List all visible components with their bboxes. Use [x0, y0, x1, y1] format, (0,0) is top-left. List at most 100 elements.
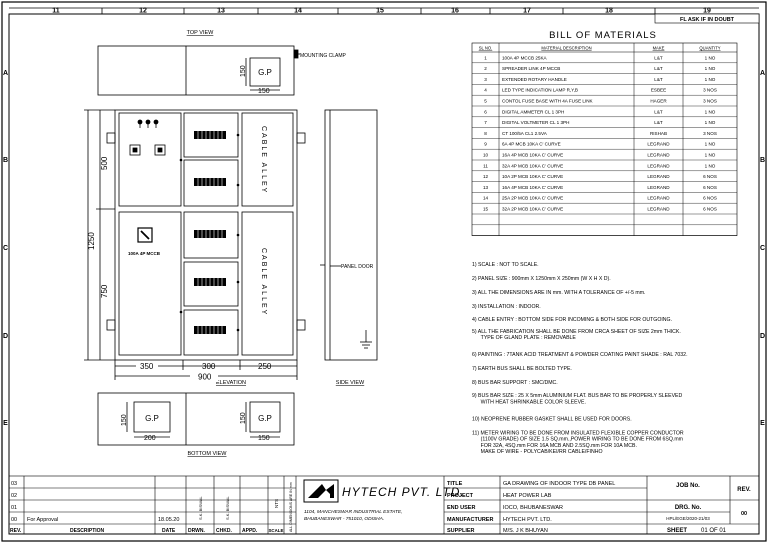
- rev-label: REV.: [737, 487, 751, 493]
- mounting-clamp-label: MOUNTING CLAMP: [300, 53, 347, 59]
- bom-cell: CONTOL FUSE BASE WITH 4A FUSE LINK: [502, 99, 594, 104]
- bom-cell: 32A 2P MCB 10KA C' CURVE: [502, 207, 563, 212]
- bom-cell: LEGRAND: [647, 185, 670, 190]
- mccb-label: 100A 4P MCCB: [128, 251, 161, 256]
- row-label: B: [760, 157, 765, 164]
- top-view: TOP VIEW G.P 150 150 MOUNTING CLAMP: [97, 30, 347, 96]
- end-user-value: IOCO, BHUBANESWAR: [503, 505, 563, 511]
- cable-alley-lower-label: CABLE ALLEY: [260, 248, 267, 316]
- dim-lower-height: 750: [100, 284, 109, 298]
- bom-cell: 16A 4P MCB 10KA C' CURVE: [502, 153, 563, 158]
- mounting-clamp-tab: [296, 132, 306, 144]
- bottom-left-gland-label: G.P: [145, 414, 159, 423]
- bom-cell: 1 NO: [705, 55, 716, 60]
- title-label: TITLE: [447, 481, 463, 487]
- note-line: 5) ALL THE FABRICATION SHALL BE DONE FRO…: [472, 329, 681, 335]
- mounting-clamp-tab: [296, 319, 306, 331]
- column-label: 13: [217, 8, 225, 15]
- bom-cell: 1 NO: [705, 153, 716, 158]
- note-line: 7) EARTH BUS SHALL BE BOLTED TYPE.: [472, 366, 572, 372]
- bom-cell: 11: [483, 163, 488, 168]
- bom-cell: 6A 4P MCB 10KA C' CURVE: [502, 142, 561, 147]
- bom-cell: 25A 2P MCB 10KA C' CURVE: [502, 196, 563, 201]
- company-name: HYTECH PVT. LTD.: [342, 485, 465, 499]
- top-dim-width: 150: [258, 88, 270, 95]
- bom-cell: CT 100/5A CL1 2.5VA: [502, 131, 548, 136]
- dim-mid-width: 300: [202, 362, 216, 371]
- bom-cell: LEGRAND: [647, 153, 670, 158]
- note-line: 11) METER WIRING TO BE DONE FROM INSULAT…: [472, 430, 684, 436]
- bottom-view-label: BOTTOM VIEW: [187, 451, 227, 457]
- general-notes: 1) SCALE : NOT TO SCALE.2) PANEL SIZE : …: [472, 262, 688, 455]
- frame-column-labels: 11 12 13 14 15 16 17 18 19: [52, 8, 711, 15]
- bom-cell: LED TYPE INDICATION LAMP R,Y,B: [502, 88, 578, 93]
- project-label: PROJECT: [447, 493, 474, 499]
- bom-cell: ESBEE: [651, 88, 666, 93]
- bom-cell: HAGER: [650, 99, 667, 104]
- top-gland-plate-label: G.P: [258, 68, 272, 77]
- bottom-right-gland-label: G.P: [258, 414, 272, 423]
- bom-cell: LEGRAND: [647, 142, 670, 147]
- scale-value: NTS: [274, 499, 279, 508]
- bom-cell: EXTENDED ROTARY HANDLE: [502, 77, 567, 82]
- bom-cell: 5: [484, 99, 487, 104]
- bom-cell: 6 NOS: [703, 174, 717, 179]
- bom-cell: 9: [484, 142, 487, 147]
- bom-cell: 7: [484, 120, 487, 125]
- panel-door-label: PANEL DOOR: [341, 264, 374, 270]
- column-label: 17: [523, 8, 531, 15]
- revision-description: For Approval: [27, 517, 58, 523]
- bom-cell: LEGRAND: [647, 196, 670, 201]
- bom-cell: L&T: [654, 66, 663, 71]
- row-label: E: [760, 420, 765, 427]
- elevation-view: 100A 4P MCCB CABLE ALLEY: [84, 109, 306, 386]
- bottom-left-dim-width: 200: [144, 435, 156, 442]
- bom-cell: 1 NO: [705, 109, 716, 114]
- note-line: 4) CABLE ENTRY : BOTTOM SIDE FOR INCOMIN…: [472, 317, 672, 323]
- bom-cell: DIGITAL VOLTMETER CL 1 3PH: [502, 120, 569, 125]
- corner-note-text: FL ASK IF IN DOUBT: [680, 17, 735, 23]
- top-view-label: TOP VIEW: [187, 30, 215, 36]
- bom-cell: 32A 4P MCB 10KA C' CURVE: [502, 163, 563, 168]
- bom-cell: LEGRAND: [647, 207, 670, 212]
- bom-cell: 3 NOS: [703, 99, 717, 104]
- manufacturer-label: MANUFACTURER: [447, 517, 493, 523]
- revision-number: 01: [11, 505, 17, 511]
- cable-alley-upper-label: CABLE ALLEY: [260, 126, 267, 194]
- mounting-clamp-tab: [106, 132, 116, 144]
- frame-row-labels: A B C D E A B C D E: [3, 70, 765, 427]
- header-rev: REV.: [10, 528, 22, 534]
- side-view: PANEL DOOR SIDE VIEW: [320, 109, 378, 386]
- bom-cell: LEGRAND: [647, 174, 670, 179]
- bom-cell: 6: [484, 109, 487, 114]
- company-logo: [303, 479, 339, 503]
- note-line: (1100V GRADE) OF SIZE 1.5 SQ.mm.,POWER W…: [472, 437, 683, 443]
- column-label: 18: [605, 8, 613, 15]
- bom-cell: 1 NO: [705, 66, 716, 71]
- bom-cell: 3 NOS: [703, 88, 717, 93]
- end-user-label: END USER: [447, 505, 475, 511]
- manufacturer-value: HYTECH PVT. LTD.: [503, 517, 552, 523]
- bom-cell: 6 NOS: [703, 196, 717, 201]
- mounting-clamp-tab: [106, 319, 116, 331]
- header-scale: SCALE: [269, 528, 284, 533]
- row-label: A: [3, 70, 8, 77]
- note-line: 10) NEOPRENE RUBBER GASKET SHALL BE USED…: [472, 416, 632, 422]
- bom-cell: 10A 2P MCB 10KA C' CURVE: [502, 174, 563, 179]
- top-dim-height: 150: [240, 65, 247, 77]
- bom-cell: 1 NO: [705, 120, 716, 125]
- drg-number-value: HPL/EGE/2020-21/03: [666, 516, 710, 521]
- row-label: D: [760, 333, 765, 340]
- note-line: 2) PANEL SIZE : 900mm X 1250mm X 250mm (…: [472, 276, 611, 282]
- column-label: 14: [294, 8, 302, 15]
- header-drawn: DRWN.: [188, 528, 205, 534]
- project-info: TITLE PROJECT END USER MANUFACTURER SUPP…: [447, 481, 751, 534]
- drawn-initials: S.K. BISWAL: [198, 496, 203, 520]
- bom-cell: 8: [484, 131, 487, 136]
- side-view-label: SIDE VIEW: [336, 380, 365, 386]
- bom-cell: SPREADER LINK 4P MCCB: [502, 66, 560, 71]
- bom-cell: 1 NO: [705, 142, 716, 147]
